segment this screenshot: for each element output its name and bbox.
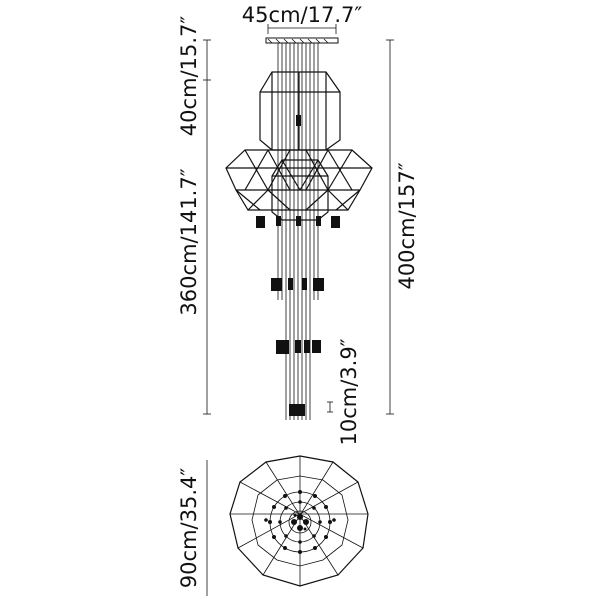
- inner-cage: [271, 159, 329, 221]
- width-dimension: 45cm/17.7″: [242, 3, 363, 34]
- body-height-label: 360cm/141.7″: [177, 168, 201, 315]
- pendant-gap-dimension: [327, 401, 333, 413]
- pendant-gap-label: 10cm/3.9″: [337, 338, 361, 445]
- led-modules: [256, 115, 340, 416]
- diameter-label: 90cm/35.4″: [177, 468, 201, 589]
- suspension-cables: [277, 43, 319, 420]
- left-dimension-line: [203, 39, 211, 415]
- plan-view: [229, 455, 369, 587]
- ceiling-canopy: [265, 37, 339, 44]
- canopy-drop-label: 40cm/15.7″: [177, 16, 201, 137]
- right-dimension-line: [386, 39, 394, 415]
- upper-cage: [259, 71, 341, 151]
- width-label: 45cm/17.7″: [242, 3, 363, 27]
- middle-cage: [225, 149, 373, 211]
- total-height-label: 400cm/157″: [395, 162, 419, 289]
